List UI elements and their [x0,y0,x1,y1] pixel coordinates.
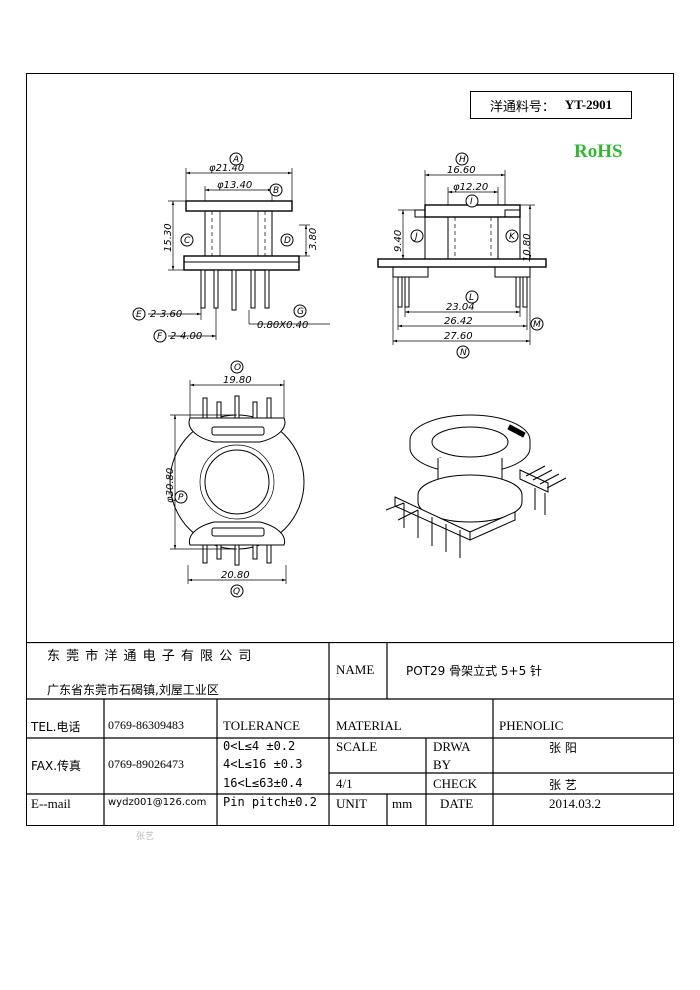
svg-text:M: M [533,320,541,330]
dim-q-value: 20.80 [221,570,250,581]
name-value: POT29 骨架立式 5+5 针 [406,664,543,678]
fax-value: 0769-89026473 [108,757,184,771]
drawn-label-1: DRWA [433,739,471,754]
callout-j: J [410,229,424,243]
dim-j-value: 9.40 [393,230,404,252]
dim-n-value: 27.60 [444,331,473,342]
drawn-value: 张 阳 [549,741,577,755]
callout-o: O [230,360,244,374]
callout-b: B [269,183,283,197]
tolerance-row-3: 16<L≤63±0.4 [223,776,303,790]
tolerance-label: TOLERANCE [223,718,301,733]
svg-text:P: P [178,493,184,503]
callout-i: I [465,194,479,208]
dim-o-value: 19.80 [223,375,252,386]
callout-a: A [229,152,243,166]
callout-e: E [132,307,146,321]
svg-text:I: I [470,197,473,207]
dim-m-value: 26.42 [444,316,473,327]
isometric-view [385,414,567,558]
name-label: NAME [336,662,375,677]
svg-text:B: B [273,186,279,196]
scale-value: 4/1 [336,776,353,791]
svg-text:O: O [234,363,241,373]
dim-i-value: φ12.20 [453,182,488,193]
svg-text:K: K [509,232,516,242]
fax-label: FAX.传真 [31,759,82,773]
tolerance-row-1: 0<L≤4 ±0.2 [223,739,296,753]
svg-text:D: D [284,236,291,246]
callout-p: P [174,490,188,504]
callout-q: Q [230,584,244,598]
unit-label: UNIT [336,796,368,811]
tel-label: TEL.电话 [31,720,81,734]
dim-p-value: φ30.80 [165,468,176,503]
technical-drawing: φ21.40 φ13.40 15.30 3.80 2-3.60 2-4.00 0… [132,152,567,598]
scale-label: SCALE [336,739,378,754]
dim-l-value: 23.04 [446,302,475,313]
check-value: 张 艺 [549,778,577,792]
callout-labels: A B C D E F G H I J K L M N O P Q [132,152,544,598]
drawn-label-2: BY [433,757,452,772]
dim-e-value: 2-3.60 [150,309,182,320]
svg-text:E: E [136,310,142,320]
email-value: wydz001@126.com [108,797,207,808]
callout-k: K [505,229,519,243]
tel-value: 0769-86309483 [108,718,184,732]
material-label: MATERIAL [336,718,402,733]
svg-text:F: F [157,332,163,342]
part-number-box: 洋通料号： YT-2901 [470,91,632,119]
company-address: 广东省东莞市石碣镇,刘屋工业区 [47,683,219,697]
callout-n: N [456,345,470,359]
callout-m: M [530,317,544,331]
tolerance-row-4: Pin pitch±0.2 [223,795,317,809]
callout-c: C [180,233,194,247]
callout-g: G [293,304,307,318]
svg-text:J: J [413,232,418,242]
check-label: CHECK [433,776,478,791]
email-label: E--mail [31,796,71,811]
svg-text:Q: Q [233,587,240,597]
dim-f-value: 2-4.00 [170,331,202,342]
material-value: PHENOLIC [499,718,564,733]
part-number-label: 洋通料号： [489,98,555,114]
signature-mark: 张艺 [136,831,155,841]
dim-d-value: 3.80 [308,228,319,250]
unit-value: mm [392,796,413,811]
svg-text:N: N [460,348,467,358]
dim-k-value: 10.80 [522,233,533,262]
dim-h-value: 16.60 [447,165,476,176]
part-number: YT-2901 [564,97,613,112]
tolerance-row-2: 4<L≤16 ±0.3 [223,757,303,771]
svg-text:H: H [459,155,466,165]
callout-h: H [455,152,469,166]
side-view: 16.60 φ12.20 9.40 10.80 23.04 26.42 27.6… [377,165,547,345]
callout-f: F [153,329,167,343]
dim-g-value: 0.80X0.40 [257,320,308,331]
rohs-mark: RoHS [574,141,623,162]
front-view: φ21.40 φ13.40 15.30 3.80 2-3.60 2-4.00 0… [148,163,330,342]
date-label: DATE [440,796,474,811]
callout-d: D [280,233,294,247]
dim-c-value: 15.30 [163,223,174,252]
company-name: 东 莞 市 洋 通 电 子 有 限 公 司 [47,649,253,664]
svg-text:A: A [232,155,239,165]
title-block-grid [26,642,674,826]
callout-l: L [465,290,479,304]
svg-text:C: C [184,236,191,246]
dim-b-value: φ13.40 [217,180,252,191]
svg-text:G: G [297,307,304,317]
top-view: 19.80 φ30.80 20.80 [165,375,305,584]
drawing-sheet-border [26,73,674,826]
svg-text:L: L [469,293,474,303]
dim-a-value: φ21.40 [209,163,244,174]
date-value: 2014.03.2 [549,796,601,811]
